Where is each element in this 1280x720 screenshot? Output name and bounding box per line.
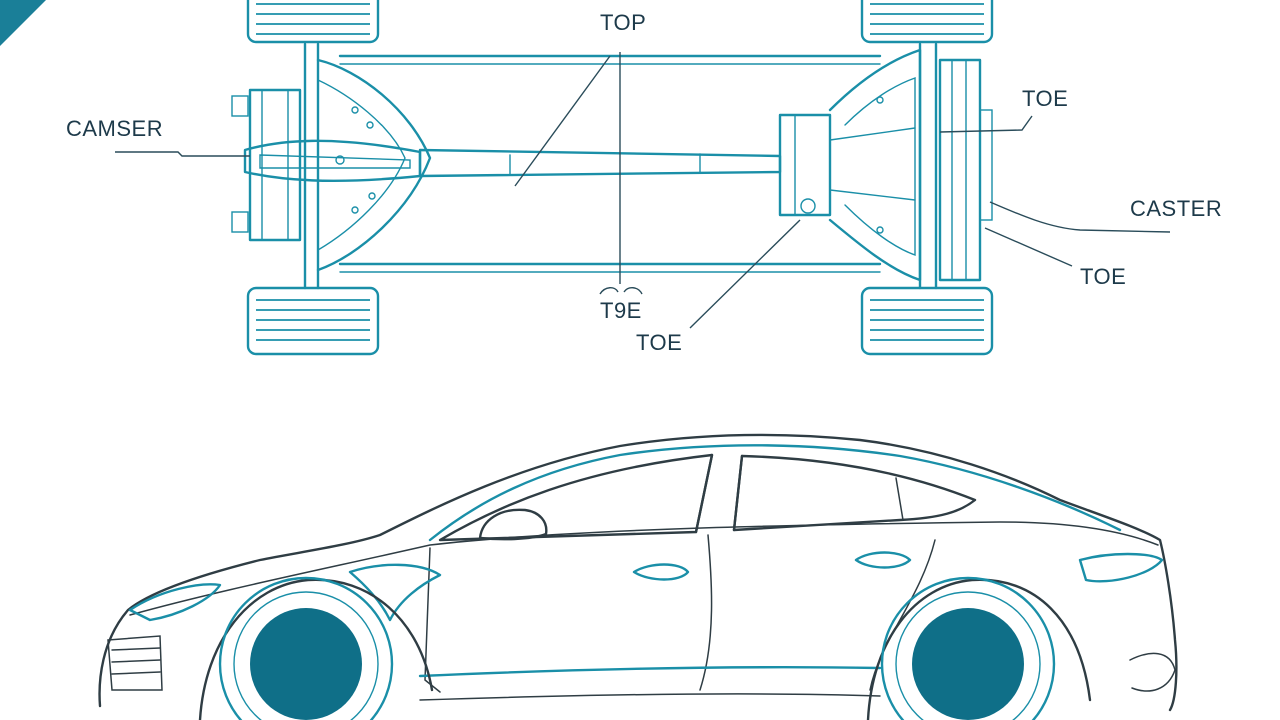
- front-grille: [107, 635, 163, 691]
- rear-bumper-detail: [1129, 652, 1176, 692]
- wheel-rear-side: [866, 576, 1092, 720]
- leader-lines: [115, 52, 1171, 329]
- headlight: [128, 583, 222, 622]
- b-pillar: [694, 453, 744, 534]
- wheel-front-left: [246, 0, 380, 44]
- side-mirror: [478, 508, 548, 541]
- wheel-front-side: [198, 576, 434, 720]
- car-side-view: [98, 433, 1178, 720]
- wheel-rear-right: [860, 286, 994, 356]
- label-toe-center: TOE: [636, 330, 682, 355]
- rocker-panel: [418, 666, 882, 678]
- chassis-top-view: TOP CAMSER TOE CASTER TOE T9E TOE: [66, 0, 1222, 356]
- wheel-front-right: [860, 0, 994, 44]
- car-shoulder-line: [129, 521, 1159, 616]
- label-toe-right-lower: TOE: [1080, 264, 1126, 289]
- window-quarter: [895, 477, 904, 521]
- car-body-outline: [98, 433, 1178, 712]
- label-caster: CASTER: [1130, 196, 1222, 221]
- label-toe-center-small: T9E: [600, 298, 642, 323]
- door-split-line: [699, 534, 713, 691]
- label-camser: CAMSER: [66, 116, 163, 141]
- left-axle-assembly: [231, 42, 432, 290]
- corner-triangle: [0, 0, 46, 46]
- wheel-rear-left: [246, 286, 380, 356]
- hub-front: [250, 608, 362, 720]
- door-handle-rear: [854, 551, 912, 569]
- window-front: [438, 453, 714, 542]
- tail-light: [1078, 552, 1164, 583]
- label-toe-right-upper: TOE: [1022, 86, 1068, 111]
- roof-accent-line: [428, 444, 1122, 542]
- frame-rails: [338, 54, 882, 273]
- right-axle-assembly: [778, 42, 993, 290]
- window-rear: [732, 454, 977, 532]
- door-front-line: [424, 547, 441, 693]
- label-top: TOP: [600, 10, 646, 35]
- door-handle-front: [632, 563, 690, 581]
- rocker-panel-lower: [419, 693, 881, 701]
- driveshaft: [418, 148, 782, 178]
- hub-rear: [912, 608, 1024, 720]
